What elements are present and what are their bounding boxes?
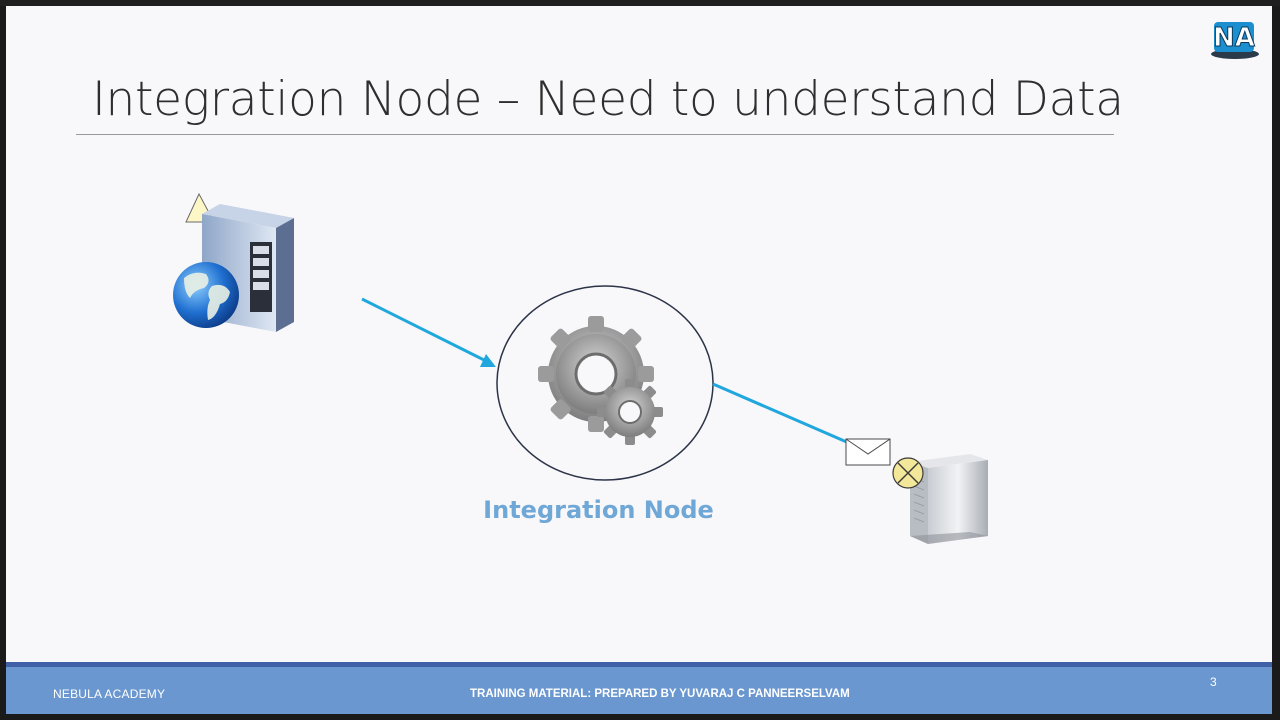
logo-text: NA: [1213, 23, 1255, 53]
server-tower-icon: [910, 454, 988, 544]
diagram: [173, 192, 988, 544]
window-frame-top: [0, 0, 1280, 6]
title-divider: [76, 134, 1114, 135]
footer-credit: TRAINING MATERIAL: PREPARED BY YUVARAJ C…: [470, 688, 850, 700]
slide-footer: NEBULA ACADEMY TRAINING MATERIAL: PREPAR…: [6, 662, 1272, 714]
footer-organization: NEBULA ACADEMY: [53, 687, 166, 701]
source-web-server-icon: [173, 192, 294, 332]
slide: Integration Node – Need to understand Da…: [6, 6, 1272, 714]
nebula-academy-logo-icon: NA: [1211, 22, 1259, 59]
integration-node-label: Integration Node: [483, 496, 714, 524]
slide-title: Integration Node – Need to understand Da…: [92, 72, 1124, 127]
message-envelope-icon: [845, 438, 891, 466]
page-number: 3: [1210, 675, 1217, 689]
integration-node: [496, 285, 714, 481]
connector-to-target: [712, 382, 850, 445]
gears-icon: [538, 316, 663, 445]
channel-cross-icon: [892, 457, 924, 489]
arrow-to-integration-node: [361, 297, 496, 367]
